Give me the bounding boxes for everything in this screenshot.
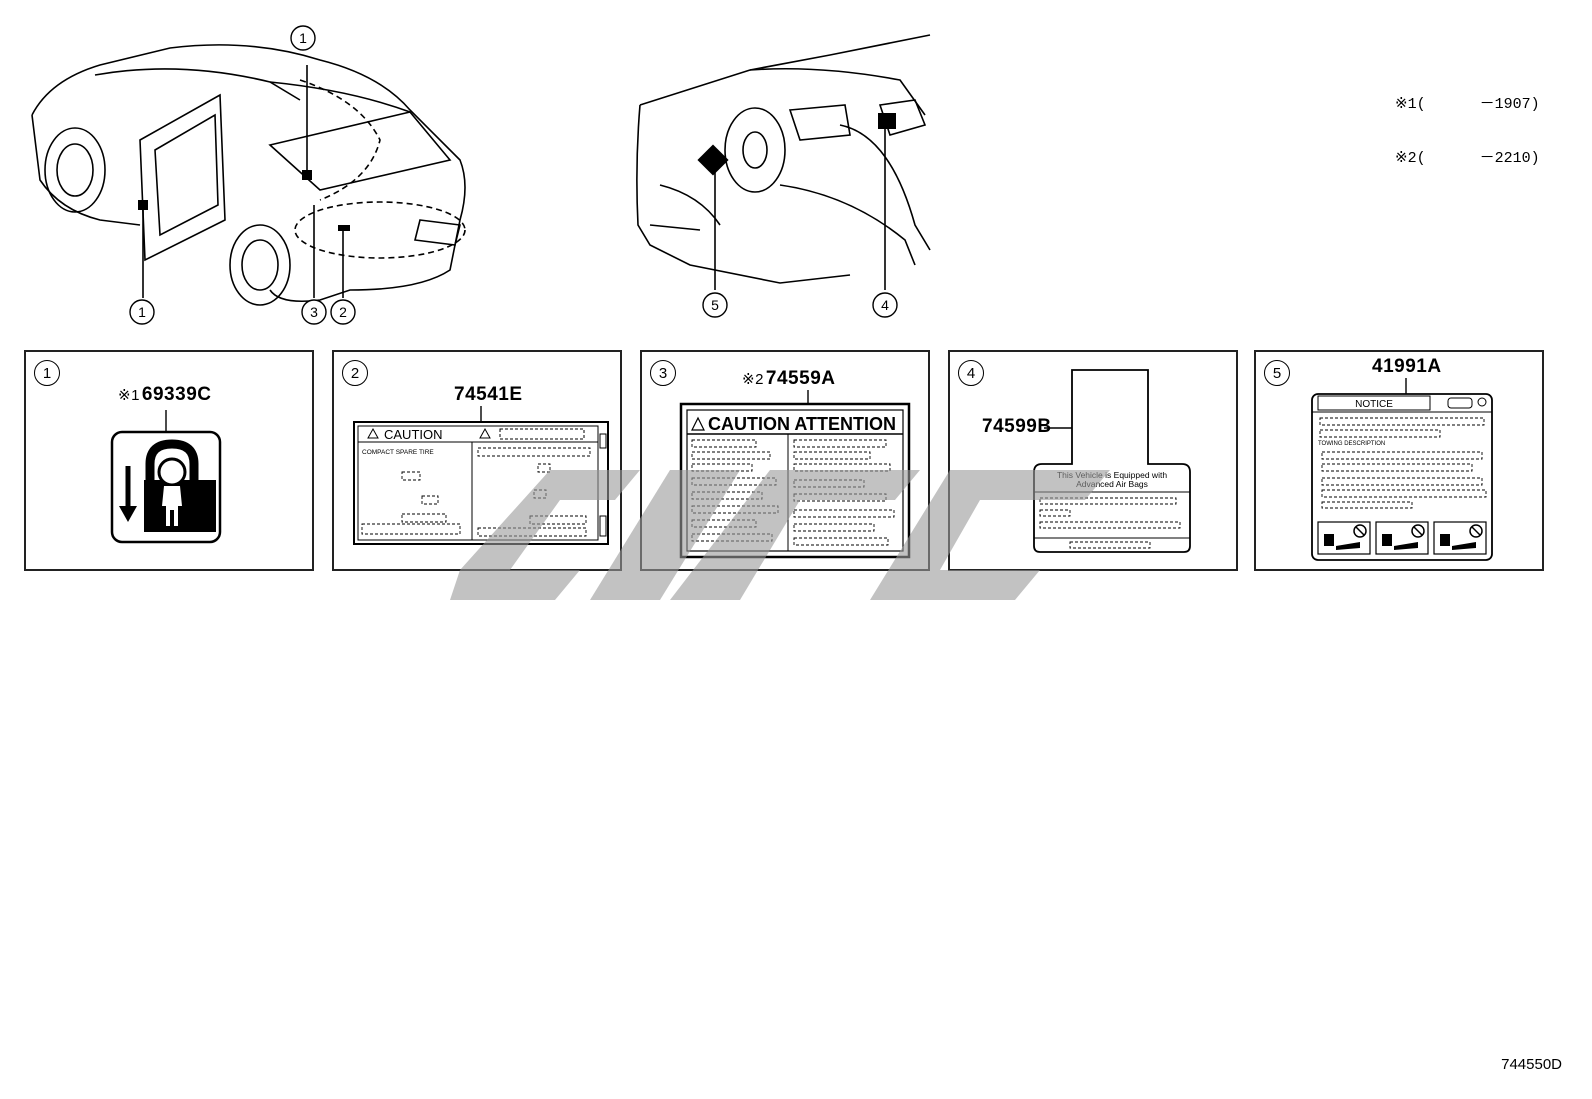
figure-number: 744550D [1501, 1056, 1562, 1073]
no-tow-icon [1382, 524, 1425, 550]
label-heading: CAUTION [384, 427, 443, 442]
label-line-2: Advanced Air Bags [1076, 479, 1148, 489]
panel-number: 2 [342, 360, 368, 386]
part-number-text: 74559A [765, 368, 836, 389]
dashboard-overview-drawing: 5 4 [636, 34, 931, 318]
caution-attention-label: CAUTION ATTENTION [679, 390, 911, 559]
note-2: ※2( －2210) [1395, 150, 1540, 167]
part-number-text: 74599B [982, 416, 1052, 437]
label-line-1: This Vehicle is Equipped with [1057, 470, 1167, 480]
part-number-text: 41991A [1372, 356, 1442, 377]
label-panel-4: 4 74599B This Vehicle is Equipped with A… [948, 350, 1238, 571]
panel-number: 4 [958, 360, 984, 386]
part-number-text: 74541E [454, 384, 523, 405]
part-number: 74541E [452, 384, 523, 406]
label-subtext: COMPACT SPARE TIRE [362, 449, 434, 456]
panel-number: 5 [1264, 360, 1290, 386]
label-panel-2: 2 74541E CAUTION COMPACT SPARE TIRE [332, 350, 622, 571]
part-number-text: 69339C [141, 384, 212, 405]
car-callout-1-bottom: 1 [138, 304, 146, 320]
applicability-notes: ※1( －1907) ※2( －2210) [1395, 60, 1540, 186]
part-number: 74599B [980, 416, 1052, 438]
car-callout-2: 2 [339, 304, 347, 320]
panel-number: 1 [34, 360, 60, 386]
part-number: 41991A [1370, 356, 1442, 378]
child-lock-label-icon [110, 410, 222, 544]
airbag-label: This Vehicle is Equipped with Advanced A… [1033, 369, 1191, 553]
label-panel-5: 5 41991A NOTICE TOWING DESCRIPTION [1254, 350, 1544, 571]
no-tow-icon [1440, 524, 1483, 550]
label-subtext: TOWING DESCRIPTION [1318, 441, 1385, 447]
label-heading: CAUTION ATTENTION [708, 414, 896, 434]
towing-notice-label: NOTICE TOWING DESCRIPTION [1311, 378, 1493, 561]
dash-callout-4: 4 [881, 297, 889, 313]
no-tow-icon [1324, 524, 1367, 550]
panel-number: 3 [650, 360, 676, 386]
applicability-mark: ※1 [118, 387, 140, 404]
label-heading: NOTICE [1355, 399, 1393, 410]
spare-tire-caution-label: CAUTION COMPACT SPARE TIRE [353, 406, 609, 545]
dash-callout-5: 5 [711, 297, 719, 313]
note-1: ※1( －1907) [1395, 96, 1540, 113]
applicability-mark: ※2 [742, 371, 764, 388]
car-callout-3: 3 [310, 304, 318, 320]
car-callout-1-top: 1 [299, 30, 307, 46]
car-overview-drawing: 1 1 3 2 [31, 25, 466, 325]
